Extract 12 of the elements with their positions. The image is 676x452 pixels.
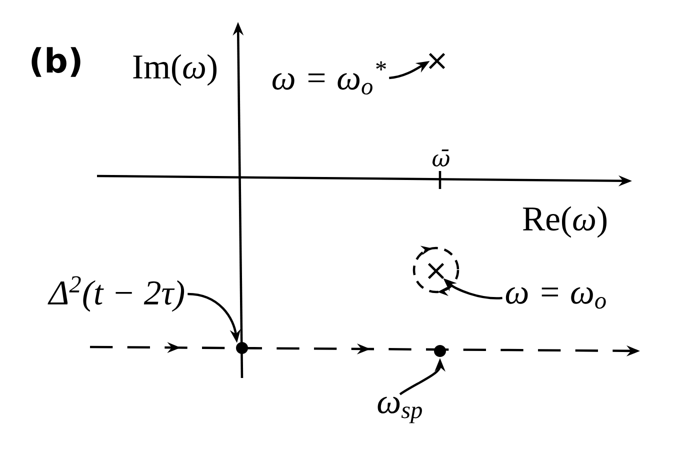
panel-label: (b) xyxy=(32,47,80,77)
math-label: Δ$^{2}$(t − 2τ) xyxy=(48,276,184,312)
math-label: ω$_{sp}$ xyxy=(378,396,422,424)
axis-label: Re(ω) xyxy=(522,206,606,238)
axis-label: Im(ω) xyxy=(133,54,216,86)
point-dot xyxy=(236,342,248,354)
cross-mark xyxy=(428,52,446,70)
point-dot xyxy=(434,345,446,357)
cross-mark xyxy=(428,262,444,280)
math-label: ω = ω$_{o}$ xyxy=(506,287,606,309)
math-label: ω = ω$_{o}$* xyxy=(272,61,386,95)
tick-label: ω̄ xyxy=(432,150,450,166)
